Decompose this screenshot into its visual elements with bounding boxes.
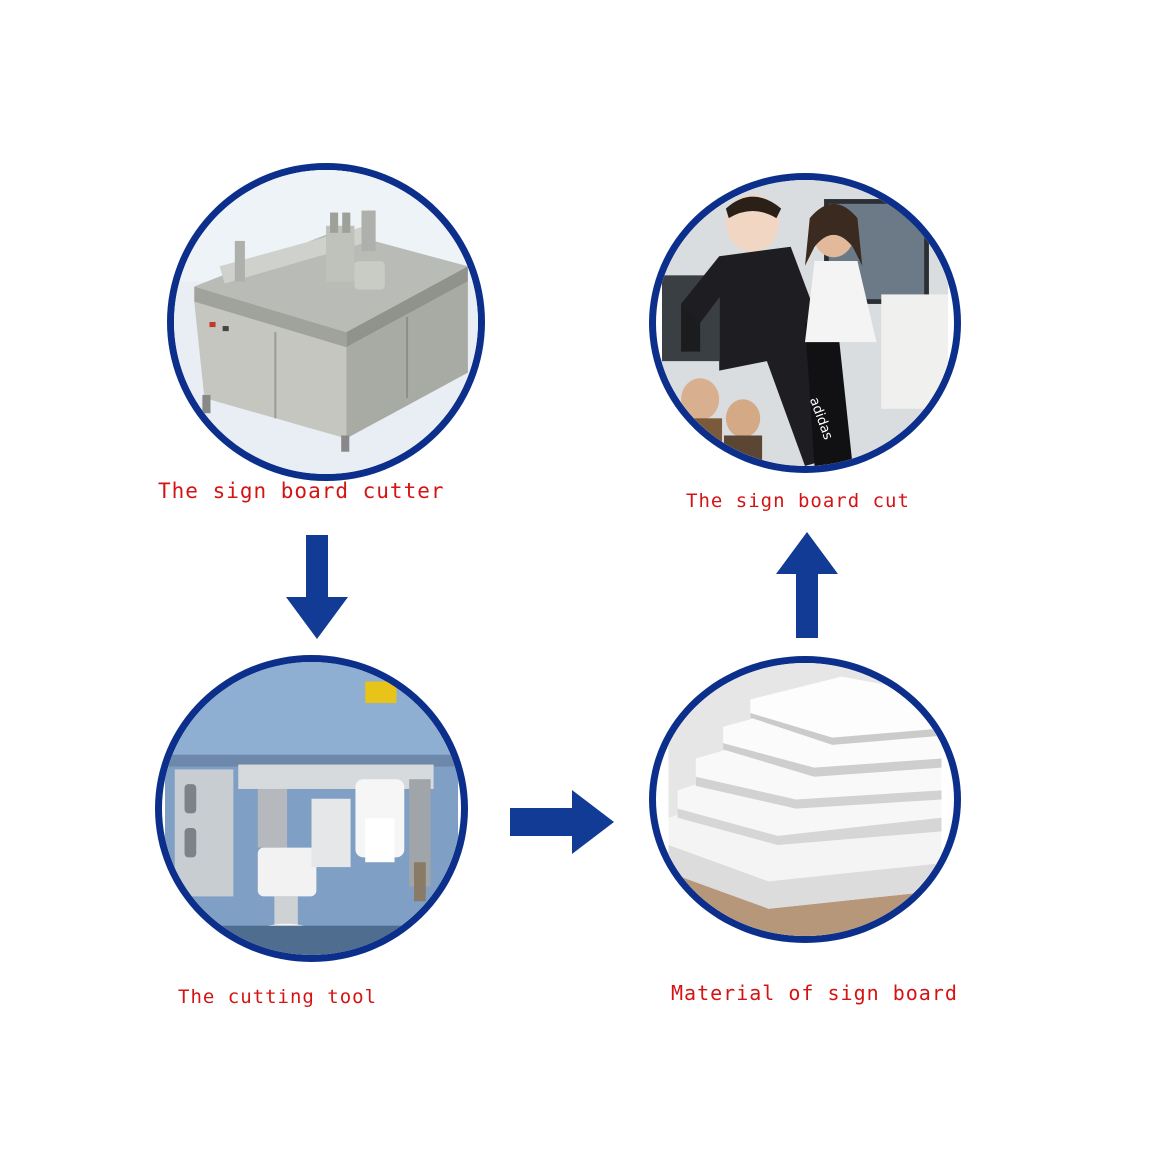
foam-board-stack-photo: [668, 663, 942, 936]
cutout-standee-photo: adidas: [662, 180, 948, 466]
arrow-up-icon: [776, 532, 838, 638]
node-cut-image: adidas: [649, 173, 961, 473]
node-cutter-image: [167, 163, 485, 481]
node-tool-label: The cutting tool: [178, 986, 378, 1008]
arrow-down-icon: [286, 535, 348, 639]
cutting-tool-head-photo: [165, 662, 458, 955]
node-cut-label: The sign board cut: [686, 490, 910, 512]
node-material-image: [649, 656, 961, 943]
node-tool-image: [155, 655, 468, 962]
cutting-machine-photo: [174, 170, 478, 474]
node-material-label: Material of sign board: [671, 981, 958, 1005]
arrow-right-icon: [510, 790, 614, 854]
node-cutter-label: The sign board cutter: [158, 479, 445, 503]
